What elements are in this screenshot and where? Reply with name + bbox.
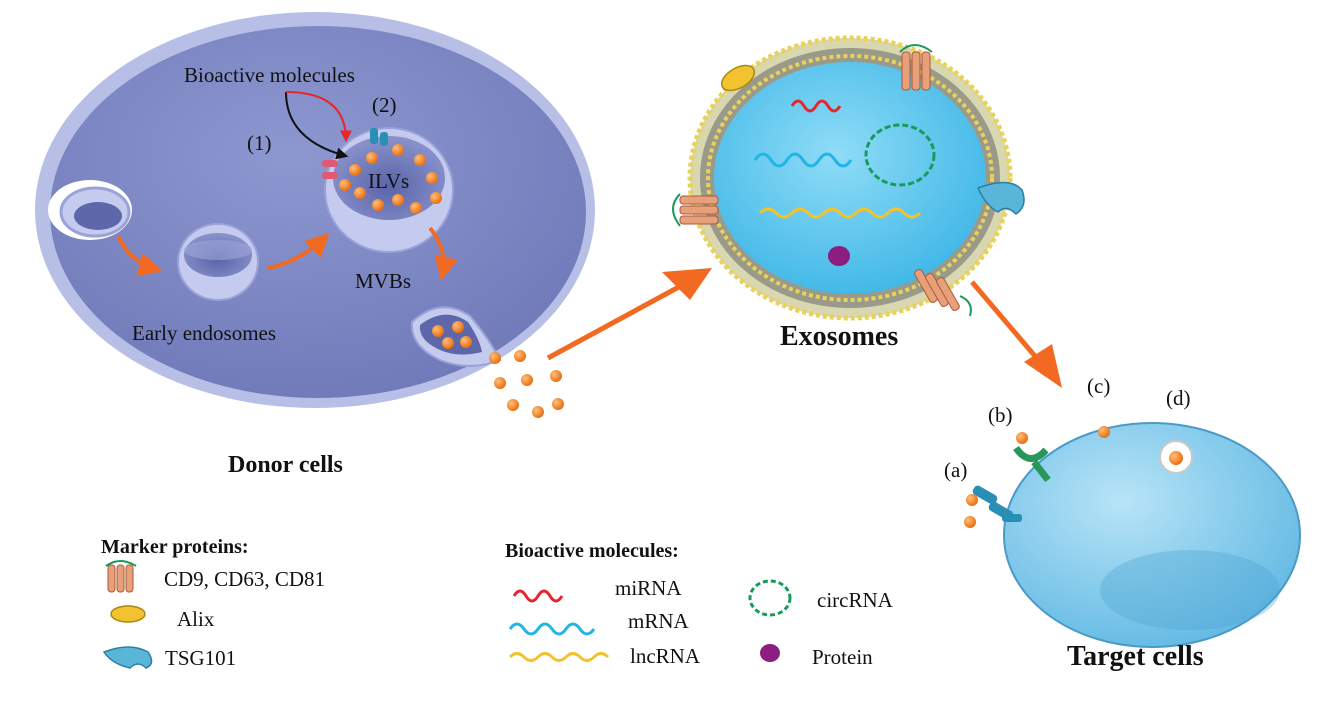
arrow-to-exosome [546, 268, 712, 361]
mode-c-label: (c) [1087, 374, 1110, 398]
legend-tsg101-label: TSG101 [165, 646, 236, 670]
path-2-label: (2) [372, 93, 397, 117]
tetraspanin-icon [105, 560, 137, 593]
ilv-cargo-dots [339, 144, 442, 214]
donor-cells-title: Donor cells [228, 452, 343, 478]
legend-mirna-label: miRNA [615, 576, 682, 600]
mirna-wave-icon [512, 589, 564, 603]
ilvs-label: ILVs [368, 169, 409, 193]
early-endosomes-label: Early endosomes [132, 321, 276, 345]
mvb [322, 127, 454, 253]
circrna-loop-icon [748, 579, 792, 617]
path-1-label: (1) [247, 131, 272, 155]
legend-bioactive-molecules: Bioactive molecules: miRNA mRNA lncRNA c… [505, 540, 894, 669]
legend-alix-label: Alix [177, 607, 215, 631]
donor-cell: Bioactive molecules (1) (2) ILVs MVBs Ea… [35, 12, 595, 408]
lncrna-cargo-icon [758, 207, 922, 219]
path-1-arrow [285, 91, 349, 160]
target-cell [964, 422, 1301, 648]
arrow-endosome-to-mvb [267, 232, 330, 270]
red-receptor-icon [322, 160, 338, 179]
mrna-cargo-icon [753, 152, 853, 168]
mrna-wave-icon [508, 622, 596, 636]
endocytosis-d-icon [1159, 440, 1193, 474]
donor-cell-body [50, 26, 586, 398]
legend-circrna-label: circRNA [817, 588, 894, 612]
exocytosis-pocket [410, 306, 502, 367]
receptor-b-icon [1013, 432, 1051, 483]
exosomes-title: Exosomes [780, 321, 898, 352]
alix-protein-icon [720, 64, 756, 92]
released-exosome-dots [489, 350, 564, 418]
legend-protein-label: Protein [812, 645, 873, 669]
target-cells-title: Target cells [1067, 641, 1204, 672]
protein-blob-icon [760, 644, 780, 662]
legend-mrna-label: mRNA [628, 609, 690, 633]
mode-a-label: (a) [944, 458, 967, 482]
arrow-pit-to-endosome [116, 235, 163, 277]
bioactive-molecules-label: Bioactive molecules [184, 63, 355, 87]
circrna-cargo-icon [864, 123, 936, 187]
legend-markers-title: Marker proteins: [101, 536, 249, 558]
lncrna-wave-icon [508, 652, 610, 662]
early-endosome [177, 223, 259, 301]
tsg101-protein-icon [976, 181, 1025, 215]
mirna-cargo-icon [790, 99, 842, 113]
arrow-mvb-to-membrane [428, 226, 459, 281]
mode-b-label: (b) [988, 403, 1013, 427]
tsg101-receptor-icon [370, 128, 388, 146]
tsg101-icon [102, 646, 153, 669]
mode-d-label: (d) [1166, 386, 1191, 410]
path-2-arrow [285, 91, 352, 143]
target-cell-body [1003, 422, 1301, 648]
tetraspanin-left-icon [672, 193, 719, 227]
legend-molecules-title: Bioactive molecules: [505, 540, 679, 562]
exosome [672, 35, 1025, 321]
arrow-to-target [970, 280, 1062, 388]
exosome-lumen [714, 62, 986, 294]
endocytosis-pit [48, 180, 132, 240]
receptor-a-icon [964, 485, 1022, 528]
legend-marker-proteins: Marker proteins: CD9, CD63, CD81 Alix TS… [101, 536, 325, 670]
mvbs-label: MVBs [355, 269, 411, 293]
legend-lncrna-label: lncRNA [630, 644, 701, 668]
protein-cargo-icon [828, 246, 850, 266]
legend-cd-label: CD9, CD63, CD81 [164, 567, 325, 591]
tetraspanin-top-icon [899, 44, 933, 91]
alix-icon [110, 605, 146, 623]
fusion-dot-c [1098, 426, 1110, 438]
tetraspanin-bottom-icon [914, 269, 972, 317]
